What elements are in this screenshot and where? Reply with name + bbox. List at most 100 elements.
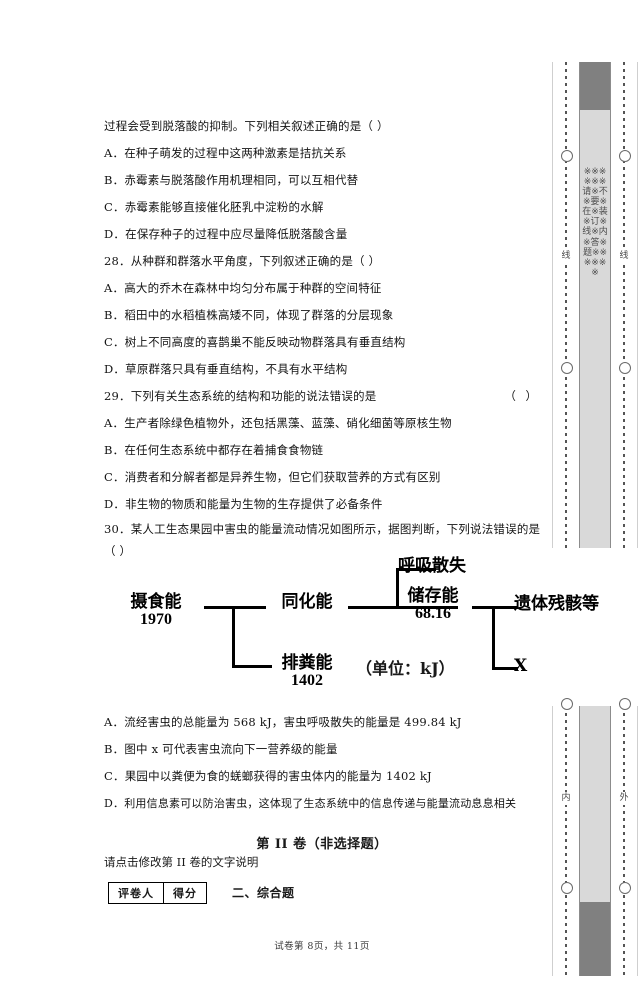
option-row: D．利用信息素可以防治害虫，这体现了生态系统中的信息传递与能量流动息息相关 <box>104 798 540 809</box>
option-row: D．非生物的物质和能量为生物的生存提供了必备条件 <box>104 498 540 511</box>
diagram-node-feces: 排粪能 1402 <box>264 653 350 690</box>
punch-hole-icon <box>561 362 573 374</box>
question-stem: 28．从种群和群落水平角度，下列叙述正确的是（ ） <box>104 254 540 268</box>
diagram-node-x: X <box>514 656 554 676</box>
connector-to-feces <box>232 665 272 668</box>
energy-flow-diagram: 摄食能 1970 排粪能 1402 同化能 呼吸散失 储存能 68.16 遗体残… <box>104 550 600 705</box>
diagram-node-value: 1402 <box>291 671 323 689</box>
page-footer: 试卷第 8页，共 11页 <box>274 941 370 952</box>
option-label: A． <box>104 715 125 729</box>
option-row: C．赤霉素能够直接催化胚乳中淀粉的水解 <box>104 200 540 214</box>
grader-score-table[interactable]: 评卷人 得分 <box>108 882 207 904</box>
diagram-node-label: X <box>514 656 528 676</box>
punch-hole-icon <box>561 882 573 894</box>
option-label: C． <box>104 769 125 783</box>
diagram-node-label: 呼吸散失 <box>398 556 466 576</box>
grader-cell[interactable]: 评卷人 <box>109 883 164 903</box>
dotted-line-icon <box>623 706 625 976</box>
question-stem-text: 某人工生态果园中害虫的能量流动情况如图所示，据图判断，下列说法错误的是 <box>130 522 541 536</box>
option-label: A． <box>104 281 125 295</box>
scrollbar-thumb[interactable] <box>580 62 610 110</box>
section-2-note[interactable]: 请点击修改第 II 卷的文字说明 <box>104 855 259 869</box>
option-text: 草原群落只具有垂直结构，不具有水平结构 <box>125 362 348 376</box>
diagram-node-stored: 储存能 68.16 <box>390 586 476 623</box>
option-label: B． <box>104 742 125 756</box>
question-number: 30． <box>104 522 131 536</box>
dotted-line-icon <box>623 62 625 548</box>
seal-rail-right: 外 <box>611 698 637 976</box>
option-label: B． <box>104 173 125 187</box>
seal-label-right: 线 <box>617 250 631 264</box>
option-text: 生产者除绿色植物外，还包括黑藻、蓝藻、硝化细菌等原核生物 <box>124 416 452 430</box>
option-label: A． <box>104 416 125 430</box>
connector-intake-out <box>204 606 266 609</box>
connector-stored-out <box>472 606 518 609</box>
option-row: A．流经害虫的总能量为 568 kJ，害虫呼吸散失的能量是 499.84 kJ <box>104 715 540 729</box>
option-label: B． <box>104 308 125 322</box>
answer-paren: （ ） <box>504 389 540 403</box>
question-stem-line2: （ ） <box>104 544 132 558</box>
binding-seal-widget-top[interactable]: 线 ※※※※※※请※不※要※在※装※订※线※内※答※题※※※※※※ 线 <box>552 62 638 548</box>
option-row: B．图中 x 可代表害虫流向下一营养级的能量 <box>104 742 540 756</box>
option-row: C．消费者和分解者都是异养生物，但它们获取营养的方式有区别 <box>104 470 540 484</box>
diagram-node-label: 排粪能 <box>281 653 333 673</box>
seal-rail-left: 内 <box>553 698 579 976</box>
option-label: B． <box>104 443 125 457</box>
document-body: 过程会受到脱落酸的抑制。下列相关叙述正确的是（ ） A．在种子萌发的过程中这两种… <box>104 0 600 982</box>
seal-label-right: 外 <box>617 792 631 806</box>
punch-hole-icon <box>561 150 573 162</box>
option-text: 赤霉素与脱落酸作用机理相同，可以互相代替 <box>124 173 359 187</box>
connector-assimilation-out <box>348 606 458 609</box>
option-row: D．在保存种子的过程中应尽量降低脱落酸含量 <box>104 227 540 241</box>
option-row: B．赤霉素与脱落酸作用机理相同，可以互相代替 <box>104 173 540 187</box>
seal-label-left: 线 <box>559 250 573 264</box>
option-row: A．高大的乔木在森林中均匀分布属于种群的空间特征 <box>104 281 540 295</box>
option-text: 稻田中的水稻植株高矮不同，体现了群落的分层现象 <box>124 308 394 322</box>
punch-hole-icon <box>619 362 631 374</box>
diagram-node-value: 68.16 <box>415 604 451 622</box>
score-cell[interactable]: 得分 <box>173 887 197 900</box>
option-text: 在保存种子的过程中应尽量降低脱落酸含量 <box>125 227 348 241</box>
option-label: C． <box>104 200 125 214</box>
option-text: 图中 x 可代表害虫流向下一营养级的能量 <box>124 742 338 756</box>
binding-seal-widget-bottom[interactable]: 内 外 <box>552 698 638 976</box>
scrollbar-thumb[interactable] <box>580 902 610 976</box>
diagram-node-remains: 遗体残骸等 <box>514 594 610 614</box>
section-2-part-label: 二、综合题 <box>232 886 295 900</box>
option-row: C．树上不同高度的喜鹊巢不能反映动物群落具有垂直结构 <box>104 335 540 349</box>
punch-hole-icon <box>619 150 631 162</box>
seal-label-left: 内 <box>559 792 573 806</box>
option-text: 树上不同高度的喜鹊巢不能反映动物群落具有垂直结构 <box>124 335 406 349</box>
option-text: 在种子萌发的过程中这两种激素是拮抗关系 <box>124 146 347 160</box>
diagram-node-label: 储存能 <box>407 586 459 606</box>
dotted-line-icon <box>565 706 567 976</box>
question-stem-text: 从种群和群落水平角度，下列叙述正确的是（ ） <box>130 254 381 268</box>
option-row: C．果园中以粪便为食的蜣螂获得的害虫体内的能量为 1402 kJ <box>104 769 540 783</box>
option-label: C． <box>104 470 125 484</box>
diagram-node-label: 摄食能 <box>130 592 182 612</box>
connector-to-x <box>492 667 518 670</box>
seal-rail-left: 线 <box>553 62 579 548</box>
vertical-scrollbar-top[interactable]: ※※※※※※请※不※要※在※装※订※线※内※答※题※※※※※※ <box>579 62 611 548</box>
diagram-node-assimilation: 同化能 <box>264 592 350 612</box>
option-label: D． <box>104 227 126 241</box>
punch-hole-icon <box>619 698 631 710</box>
punch-hole-icon <box>561 698 573 710</box>
question-stem: 过程会受到脱落酸的抑制。下列相关叙述正确的是（ ） <box>104 119 389 133</box>
option-label: A． <box>104 146 125 160</box>
vertical-scrollbar-bottom[interactable] <box>579 706 611 976</box>
option-label: C． <box>104 335 125 349</box>
question-stem: 29．下列有关生态系统的结构和功能的说法错误的是（ ） <box>104 389 540 403</box>
diagram-node-label: 同化能 <box>281 592 333 612</box>
diagram-unit-label: （单位：kJ） <box>356 659 455 678</box>
diagram-node-label: 遗体残骸等 <box>514 594 599 614</box>
option-row: B．稻田中的水稻植株高矮不同，体现了群落的分层现象 <box>104 308 540 322</box>
seal-vertical-text: ※※※※※※请※不※要※在※装※订※线※内※答※题※※※※※※ <box>582 167 608 278</box>
diagram-node-intake: 摄食能 1970 <box>106 592 206 629</box>
section-2-title: 第 II 卷（非选择题） <box>256 837 388 852</box>
option-text: 利用信息素可以防治害虫，这体现了生态系统中的信息传递与能量流动息息相关 <box>124 797 517 810</box>
option-text: 果园中以粪便为食的蜣螂获得的害虫体内的能量为 1402 kJ <box>124 769 432 783</box>
question-stem-text: 下列有关生态系统的结构和功能的说法错误的是 <box>130 389 377 403</box>
option-row: A．生产者除绿色植物外，还包括黑藻、蓝藻、硝化细菌等原核生物 <box>104 416 540 430</box>
